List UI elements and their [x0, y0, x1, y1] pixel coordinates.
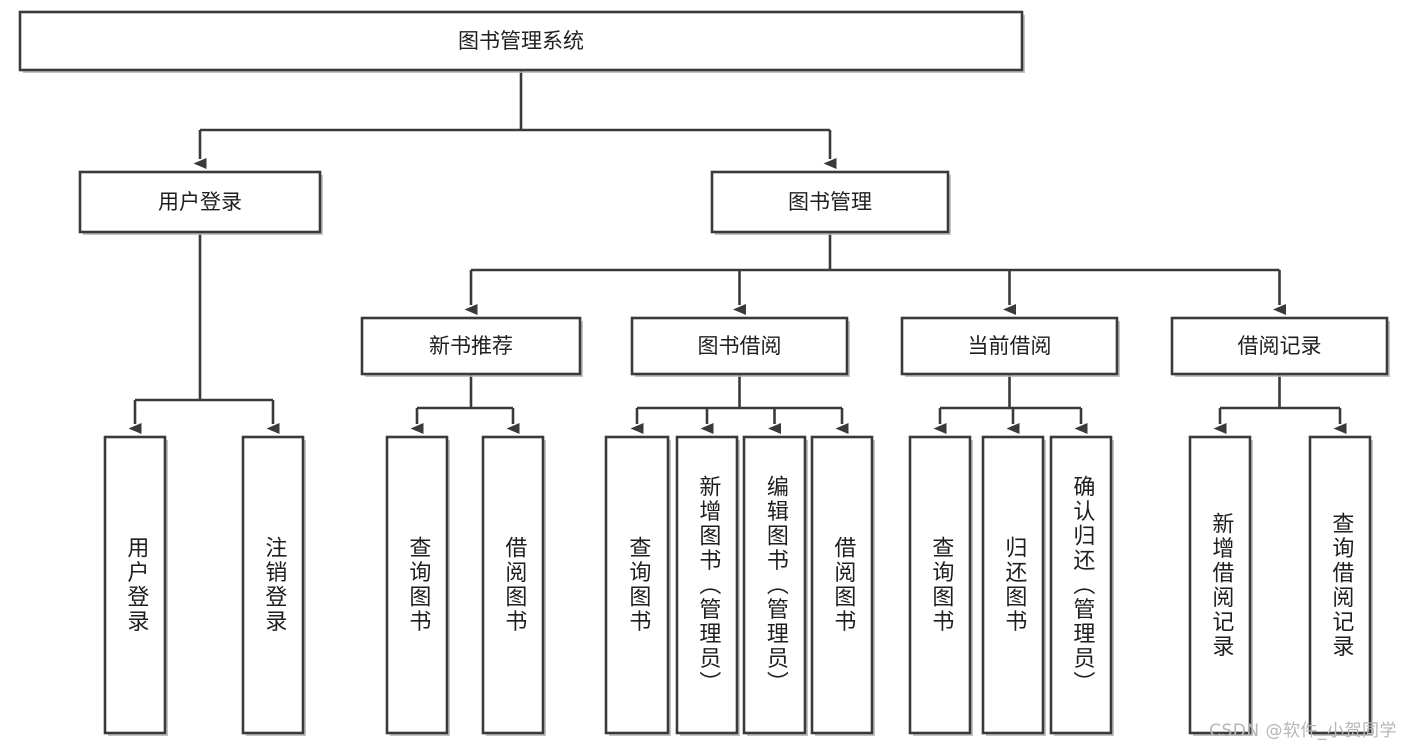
node-box-user-login[interactable]: [78, 170, 322, 234]
node-box-query-borrow-record[interactable]: [1308, 435, 1372, 735]
node-label-root: 图书管理系统: [458, 29, 584, 53]
node-boxes-layer: [18, 10, 1390, 736]
connector-layer: [128, 70, 1347, 434]
node-label-borrow-records: 借阅记录: [1238, 334, 1322, 358]
node-box-borrow-book-2[interactable]: [810, 435, 874, 735]
node-box-borrow-book-1[interactable]: [481, 435, 545, 735]
node-box-root[interactable]: [18, 10, 1024, 72]
node-label-user-login: 用户登录: [158, 190, 242, 214]
node-box-borrow-records[interactable]: [1170, 316, 1389, 376]
node-box-add-borrow-record[interactable]: [1188, 435, 1252, 735]
node-box-query-book-1[interactable]: [385, 435, 449, 735]
node-box-new-book-recommend[interactable]: [360, 316, 582, 376]
node-label-new-book-recommend: 新书推荐: [429, 334, 513, 358]
node-label-book-borrow: 图书借阅: [698, 334, 782, 358]
node-box-edit-book-admin[interactable]: [742, 435, 807, 735]
node-box-user-logout-action[interactable]: [241, 435, 305, 735]
node-box-user-login-action[interactable]: [103, 435, 167, 735]
node-box-book-management[interactable]: [710, 170, 950, 234]
node-label-current-borrow: 当前借阅: [968, 334, 1052, 358]
csdn-watermark: CSDN @软件_小贺同学: [1209, 721, 1397, 741]
node-box-query-book-2[interactable]: [604, 435, 670, 735]
node-box-book-borrow[interactable]: [630, 316, 849, 376]
node-box-confirm-return-admin[interactable]: [1049, 435, 1113, 735]
node-box-current-borrow[interactable]: [900, 316, 1119, 376]
node-label-book-management: 图书管理: [788, 190, 872, 214]
node-box-return-book[interactable]: [981, 435, 1045, 735]
node-box-query-book-3[interactable]: [908, 435, 972, 735]
node-box-add-book-admin[interactable]: [675, 435, 739, 735]
